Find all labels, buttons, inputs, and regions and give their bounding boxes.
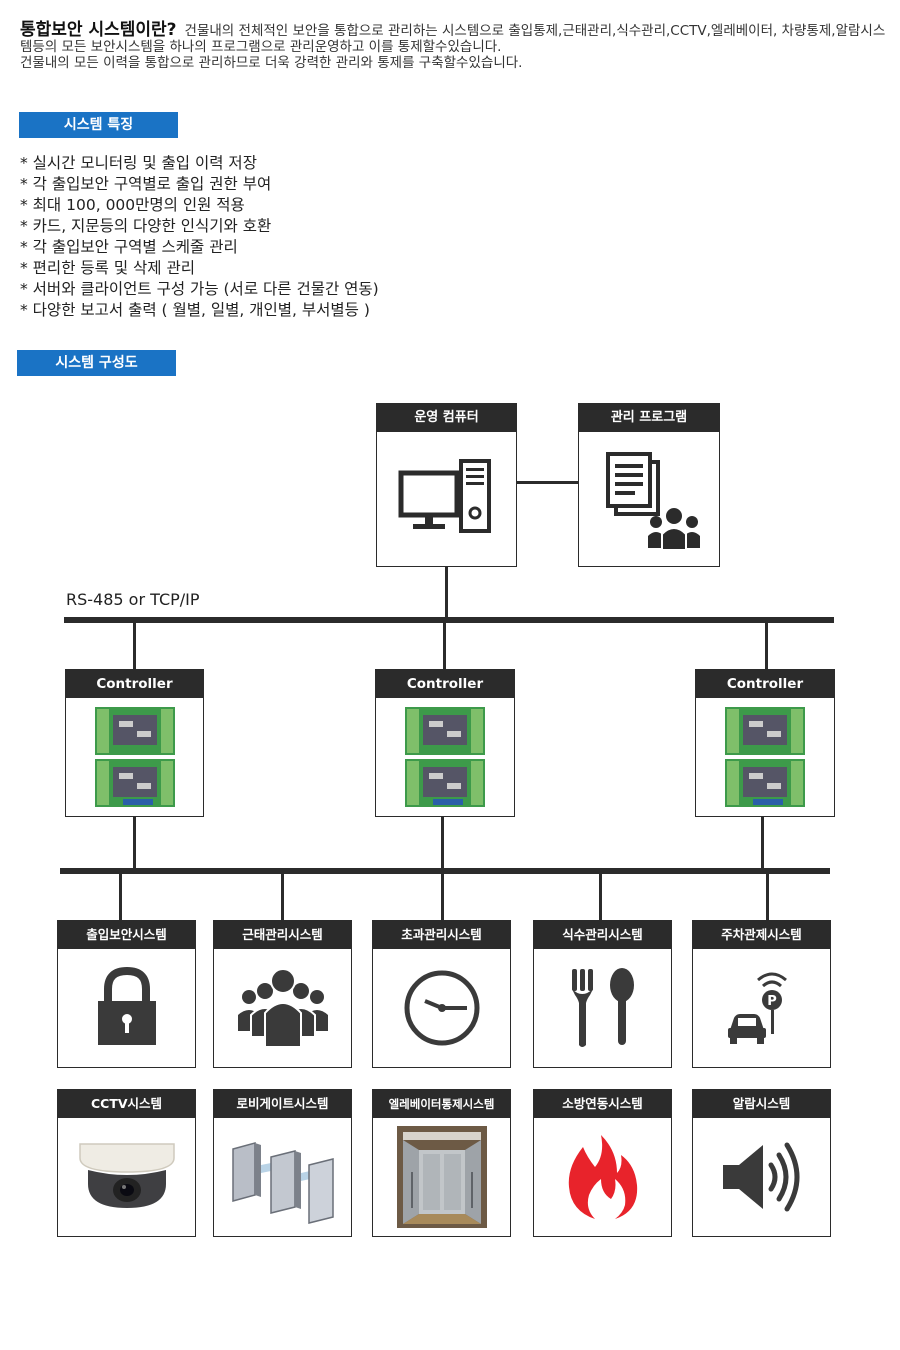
link-line [599, 874, 602, 920]
elevator-icon [396, 1126, 487, 1228]
link-line [441, 874, 444, 920]
operation-computer-label: 운영 컴퓨터 [377, 404, 516, 432]
clock-icon [404, 970, 479, 1046]
subsystem-label: 식수관리시스템 [534, 921, 671, 949]
subsystem-cctv: CCTV시스템 [57, 1089, 196, 1237]
lock-icon [97, 967, 156, 1045]
computer-icon [398, 459, 491, 533]
speaker-icon [722, 1142, 799, 1212]
controller-label: Controller [376, 670, 514, 698]
subsystem-label: 알람시스템 [693, 1090, 830, 1118]
controller-board-icon [405, 707, 485, 807]
feature-item: * 편리한 등록 및 삭제 관리 [20, 259, 195, 277]
controller-box: Controller [695, 669, 835, 817]
feature-item: * 최대 100, 000만명의 인원 적용 [20, 196, 245, 214]
subsystem-elevator: 엘레베이터통제시스템 [372, 1089, 511, 1237]
intro-title: 통합보안 시스템이란? [20, 20, 177, 40]
controller-board-icon [725, 707, 805, 807]
controller-box: Controller [375, 669, 515, 817]
subsystem-label: 주차관제시스템 [693, 921, 830, 949]
documents-people-icon [606, 452, 700, 551]
cctv-camera-icon [78, 1143, 175, 1208]
operation-computer-box: 운영 컴퓨터 [376, 403, 517, 567]
link-line [765, 623, 768, 670]
feature-item: * 다양한 보고서 출력 ( 월별, 일별, 개인별, 부서별등 ) [20, 301, 370, 319]
link-line [761, 816, 764, 869]
link-line [133, 623, 136, 670]
subsystem-label: 엘레베이터통제시스템 [373, 1090, 510, 1118]
intro-text: 통합보안 시스템이란?건물내의 전체적인 보안을 통합으로 관리하는 시스템으로… [20, 20, 890, 72]
speed-gate-icon [231, 1142, 334, 1224]
subsystem-alarm: 알람시스템 [692, 1089, 831, 1237]
management-program-box: 관리 프로그램 [578, 403, 720, 567]
fire-icon [568, 1135, 637, 1219]
link-line [441, 816, 444, 869]
intro-body: 건물내의 전체적인 보안을 통합으로 관리하는 시스템으로 출입통제,근태관리,… [20, 23, 886, 55]
controller-box: Controller [65, 669, 204, 817]
feature-item: * 실시간 모니터링 및 출입 이력 저장 [20, 154, 257, 172]
link-line [766, 874, 769, 920]
subsystem-parking: 주차관제시스템 P [692, 920, 831, 1068]
features-list: * 실시간 모니터링 및 출입 이력 저장 * 각 출입보안 구역별로 출입 권… [20, 153, 379, 321]
bus-label: RS-485 or TCP/IP [66, 590, 200, 609]
feature-item: * 서버와 클라이언트 구성 가능 (서로 다른 건물간 연동) [20, 280, 379, 298]
car-parking-icon: P [727, 972, 787, 1044]
link-line [443, 623, 446, 670]
subsystem-fire: 소방연동시스템 [533, 1089, 672, 1237]
subsystem-overtime: 초과관리시스템 [372, 920, 511, 1068]
people-group-icon [237, 968, 328, 1048]
controller-board-icon [94, 707, 175, 807]
controller-label: Controller [66, 670, 203, 698]
subsystem-lobby-gate: 로비게이트시스템 [213, 1089, 352, 1237]
subsystem-label: 초과관리시스템 [373, 921, 510, 949]
fork-spoon-icon [571, 968, 634, 1047]
controller-label: Controller [696, 670, 834, 698]
link-line [133, 816, 136, 869]
network-bus [64, 617, 834, 623]
subsystem-meal: 식수관리시스템 [533, 920, 672, 1068]
subsystem-attendance: 근태관리시스템 [213, 920, 352, 1068]
subsystem-access-control: 출입보안시스템 [57, 920, 196, 1068]
features-heading: 시스템 특징 [19, 112, 178, 138]
parking-p-glyph: P [767, 994, 777, 1009]
feature-item: * 각 출입보안 구역별 스케줄 관리 [20, 238, 238, 256]
subsystem-label: 출입보안시스템 [58, 921, 195, 949]
link-line [119, 874, 122, 920]
subsystem-label: 소방연동시스템 [534, 1090, 671, 1118]
subsystem-label: 근태관리시스템 [214, 921, 351, 949]
feature-item: * 카드, 지문등의 다양한 인식기와 호환 [20, 217, 272, 235]
diagram-heading: 시스템 구성도 [17, 350, 176, 376]
management-program-label: 관리 프로그램 [579, 404, 719, 432]
subsystem-label: CCTV시스템 [58, 1090, 195, 1118]
intro-body-2: 건물내의 모든 이력을 통합으로 관리하므로 더욱 강력한 관리와 통제를 구축… [20, 55, 523, 71]
device-bus [60, 868, 830, 874]
link-line [281, 874, 284, 920]
feature-item: * 각 출입보안 구역별로 출입 권한 부여 [20, 175, 272, 193]
link-line [516, 481, 580, 484]
link-line [445, 566, 448, 618]
subsystem-label: 로비게이트시스템 [214, 1090, 351, 1118]
